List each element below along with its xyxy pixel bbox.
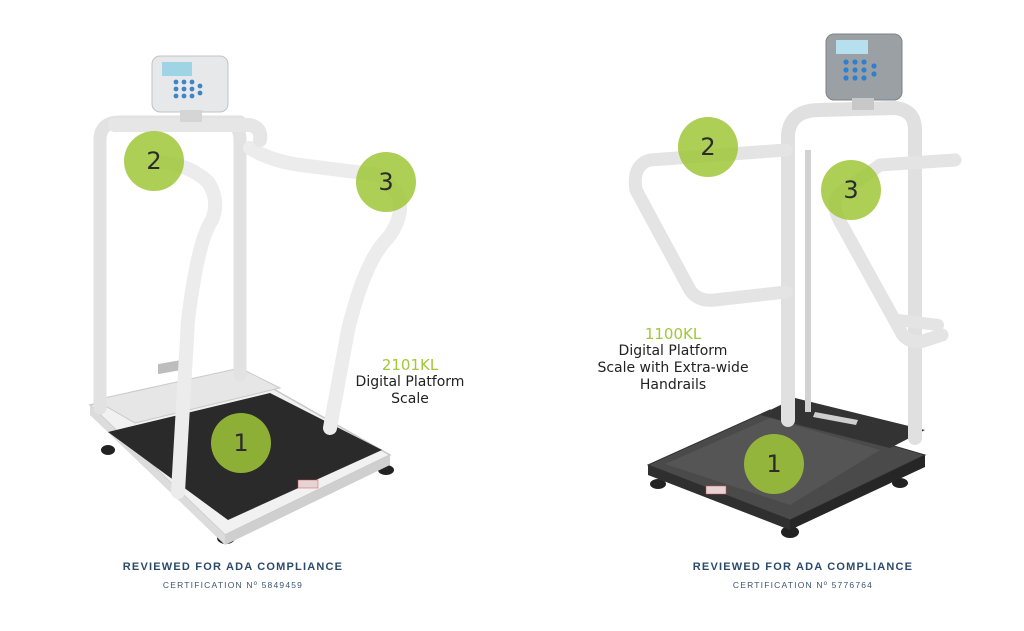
marker-3-right: 3 — [821, 160, 881, 220]
marker-1-right-label: 1 — [766, 450, 782, 478]
marker-1-left-label: 1 — [233, 429, 249, 457]
caption-1100kl: 1100KL Digital Platform Scale with Extra… — [583, 326, 763, 394]
marker-2-left-label: 2 — [146, 147, 162, 175]
certification-title: REVIEWED FOR ADA COMPLIANCE — [122, 561, 344, 573]
model-name: 2101KL — [381, 356, 439, 374]
certification-title: REVIEWED FOR ADA COMPLIANCE — [692, 561, 914, 573]
caption-2101kl: 2101KL Digital Platform Scale — [340, 357, 480, 408]
marker-2-right: 2 — [678, 117, 738, 177]
marker-3-left: 3 — [356, 152, 416, 212]
description-line: Digital Platform — [355, 374, 465, 390]
marker-3-right-label: 3 — [843, 176, 859, 204]
model-name: 1100KL — [644, 325, 702, 343]
description-line: Digital Platform — [618, 343, 728, 359]
certification-number: CERTIFICATION Nº 5849459 — [162, 580, 304, 590]
marker-3-left-label: 3 — [378, 168, 394, 196]
certification-2101kl: REVIEWED FOR ADA COMPLIANCE CERTIFICATIO… — [103, 561, 363, 590]
description-line: Handrails — [639, 377, 707, 393]
certification-number: CERTIFICATION Nº 5776764 — [732, 580, 874, 590]
description-line: Scale with Extra-wide — [597, 360, 749, 376]
certification-1100kl: REVIEWED FOR ADA COMPLIANCE CERTIFICATIO… — [673, 561, 933, 590]
marker-2-left: 2 — [124, 131, 184, 191]
marker-1-right: 1 — [744, 434, 804, 494]
description-line: Scale — [391, 391, 429, 407]
marker-1-left: 1 — [211, 413, 271, 473]
marker-2-right-label: 2 — [700, 133, 716, 161]
